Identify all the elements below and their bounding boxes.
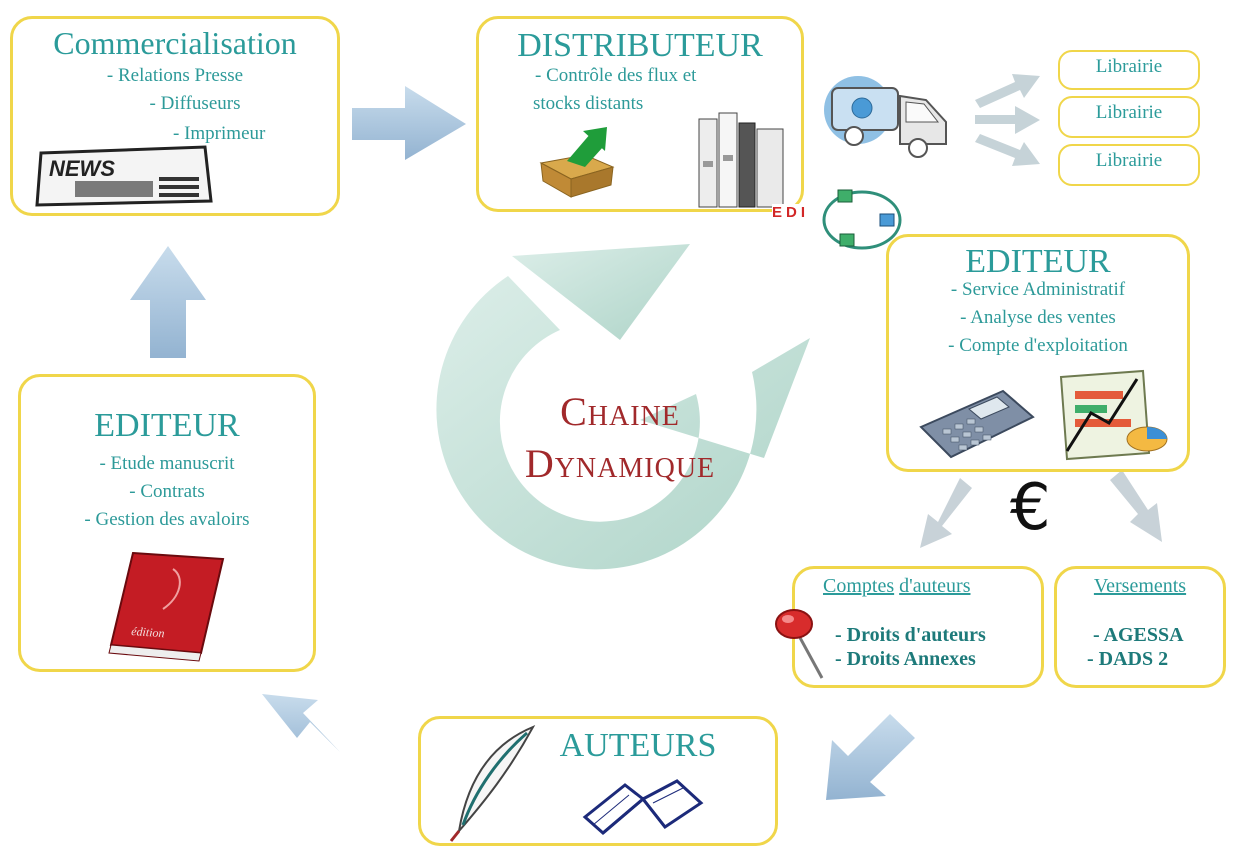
- commercialisation-box: Commercialisation - Relations Presse - D…: [10, 16, 340, 216]
- delivery-truck-icon: [824, 76, 947, 158]
- edi-label: EDI: [772, 204, 810, 221]
- librairie-box: Librairie: [1058, 96, 1200, 138]
- editeur-right-title: EDITEUR: [965, 243, 1111, 280]
- comptes-title-b: d'auteurs: [899, 575, 971, 597]
- binders-icon: [698, 112, 784, 208]
- editeur-right-item: - Compte d'exploitation: [948, 335, 1128, 356]
- comptes-title-a: Comptes: [823, 575, 895, 597]
- editeur-right-item: - Analyse des ventes: [960, 307, 1116, 328]
- auteurs-title: AUTEURS: [559, 727, 717, 764]
- editeur-right-box: EDITEUR - Service Administratif - Analys…: [886, 234, 1190, 472]
- red-book-icon: édition: [108, 551, 225, 662]
- versements-item: - AGESSA: [1093, 624, 1184, 646]
- librairie-label: Librairie: [1095, 102, 1163, 123]
- commercialisation-item: - Relations Presse: [106, 65, 244, 86]
- editeur-left-item: - Gestion des avaloirs: [84, 509, 250, 530]
- comptes-box: Comptes d'auteurs - Droits d'auteurs - D…: [792, 566, 1044, 688]
- newspaper-icon-text: NEWS: [49, 156, 115, 181]
- newspaper-icon: NEWS: [35, 145, 213, 207]
- versements-title: Versements: [1093, 575, 1187, 597]
- versements-item: - DADS 2: [1087, 648, 1169, 670]
- editeur-left-item: - Etude manuscrit: [99, 453, 235, 474]
- distributeur-item: stocks distants: [533, 93, 644, 114]
- center-label-line1: Chaine: [560, 389, 680, 434]
- euro-symbol: €: [1010, 471, 1051, 545]
- librairie-box: Librairie: [1058, 50, 1200, 90]
- auteurs-box: AUTEURS: [418, 716, 778, 846]
- commercialisation-item: - Diffuseurs: [149, 93, 241, 114]
- librairie-label: Librairie: [1095, 56, 1163, 77]
- versements-box: Versements - AGESSA - DADS 2: [1054, 566, 1226, 688]
- pushpin-icon: [775, 609, 824, 679]
- center-label-line2: Dynamique: [524, 441, 716, 486]
- network-ring-icon: [822, 189, 902, 250]
- editeur-right-item: - Service Administratif: [950, 279, 1126, 300]
- open-book-icon: [582, 779, 704, 835]
- chart-icon: [1059, 369, 1168, 461]
- distributeur-box: DISTRIBUTEUR - Contrôle des flux et stoc…: [476, 16, 804, 212]
- librairie-label: Librairie: [1095, 150, 1163, 171]
- box-icon: [539, 127, 615, 198]
- editeur-left-title: EDITEUR: [94, 407, 240, 444]
- commercialisation-item: - Imprimeur: [173, 123, 266, 144]
- comptes-item: - Droits Annexes: [835, 648, 976, 670]
- distributeur-item: - Contrôle des flux et: [535, 65, 697, 86]
- calculator-icon: [919, 389, 1035, 459]
- quill-icon: [449, 724, 536, 842]
- editeur-left-item: - Contrats: [129, 481, 205, 502]
- commercialisation-title: Commercialisation: [53, 25, 297, 61]
- comptes-title: Comptes d'auteurs: [823, 575, 970, 598]
- comptes-item: - Droits d'auteurs: [835, 624, 986, 646]
- librairie-box: Librairie: [1058, 144, 1200, 186]
- editeur-left-box: EDITEUR - Etude manuscrit - Contrats - G…: [18, 374, 316, 672]
- red-book-icon-text: édition: [131, 624, 165, 640]
- distributeur-title: DISTRIBUTEUR: [517, 27, 763, 64]
